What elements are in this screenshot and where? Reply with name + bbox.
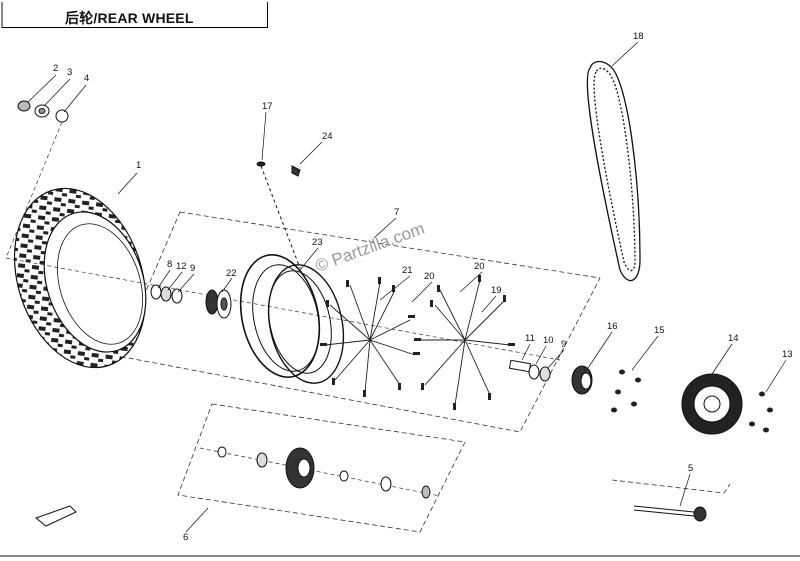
callout-12: 12 <box>176 261 187 272</box>
callout-22: 22 <box>226 268 237 279</box>
callout-14: 14 <box>728 333 739 344</box>
axle-nut-parts <box>17 100 69 123</box>
callout-10: 10 <box>543 335 554 346</box>
callout-13: 13 <box>782 349 793 360</box>
callout-leaders <box>27 41 787 533</box>
callout-9-left: 9 <box>190 263 195 274</box>
sprocket-nuts <box>749 391 773 433</box>
callout-20-left: 20 <box>424 271 435 282</box>
callout-9-right: 9 <box>561 339 566 350</box>
callout-4: 4 <box>84 73 89 84</box>
callout-16: 16 <box>607 321 618 332</box>
callout-6: 6 <box>183 532 188 543</box>
callout-3: 3 <box>67 67 72 78</box>
callout-2: 2 <box>53 63 58 74</box>
left-spacers <box>150 284 183 304</box>
sprocket-carrier <box>571 365 593 395</box>
axle-centerline <box>5 257 561 361</box>
callout-labels: 1 2 3 4 5 6 7 8 9 9 10 11 12 13 14 15 16… <box>53 31 793 543</box>
callout-5: 5 <box>688 463 693 474</box>
callout-11: 11 <box>525 333 535 344</box>
rear-tire <box>13 187 147 369</box>
title-box: 后轮/REAR WHEEL <box>2 2 268 28</box>
callout-24: 24 <box>322 131 333 142</box>
hub-damper <box>205 289 232 319</box>
valve-parts <box>256 161 301 269</box>
sprocket-bolts <box>611 369 641 413</box>
fwd-arrow-icon <box>34 505 77 527</box>
callout-20-right: 20 <box>474 261 485 272</box>
callout-1: 1 <box>136 160 141 171</box>
hub-assembly <box>199 446 441 499</box>
spoke-set-right <box>420 279 511 406</box>
spoke-set-left <box>324 281 416 393</box>
callout-21: 21 <box>402 265 413 276</box>
right-spacers <box>508 359 551 382</box>
callout-8: 8 <box>167 259 172 270</box>
assembly-outlines <box>117 211 731 533</box>
nipples-left <box>320 277 420 397</box>
page-title: 后轮/REAR WHEEL <box>65 10 194 26</box>
wheel-rim <box>239 254 345 384</box>
nipples-right <box>414 275 515 410</box>
callout-7: 7 <box>394 207 399 218</box>
callout-15: 15 <box>654 325 665 336</box>
callout-19: 19 <box>491 285 502 296</box>
rear-axle <box>633 505 707 522</box>
rear-sprocket <box>681 373 743 435</box>
callout-18: 18 <box>633 31 644 42</box>
axle-leader <box>5 121 63 259</box>
callout-17: 17 <box>262 101 273 112</box>
drive-chain <box>586 60 641 282</box>
callout-23: 23 <box>312 237 323 248</box>
